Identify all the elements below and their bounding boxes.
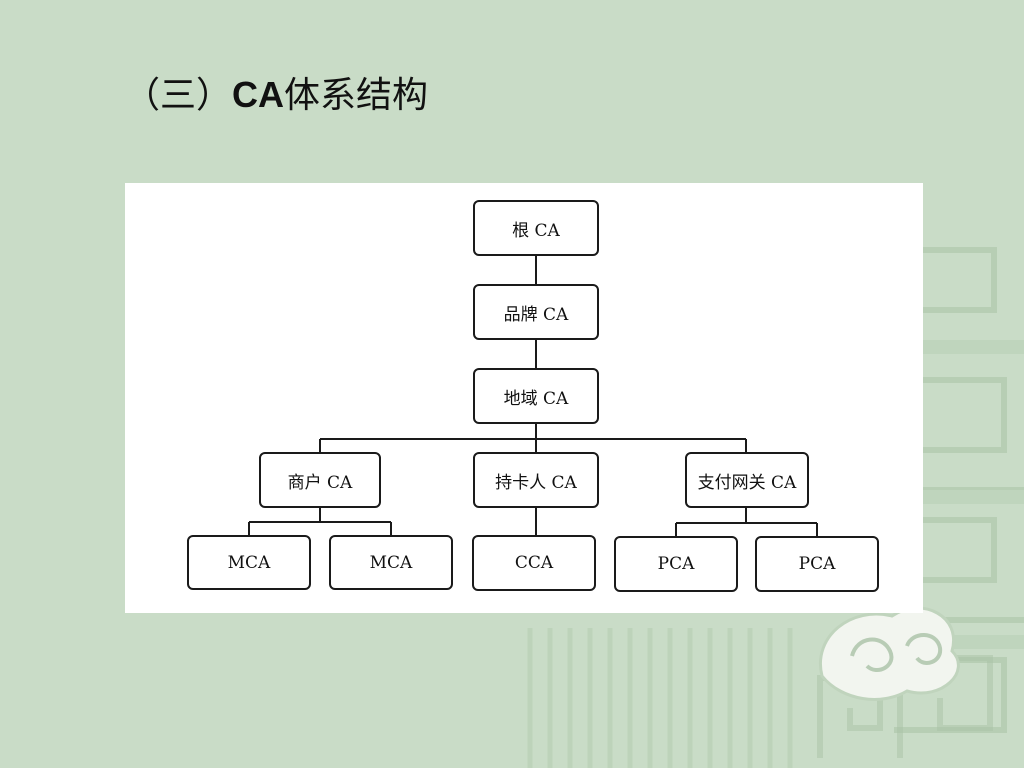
node-gateway-ca: 支付网关 CA bbox=[685, 452, 809, 508]
connector-lines bbox=[248, 256, 818, 536]
ca-hierarchy-diagram: 根 CA 品牌 CA 地域 CA 商户 CA 持卡人 CA 支付网关 CA MC… bbox=[125, 183, 923, 613]
title-suffix: 体系结构 bbox=[284, 75, 429, 116]
title-ca: CA bbox=[232, 74, 285, 115]
background-pattern-bottom bbox=[527, 628, 993, 768]
node-root-ca: 根 CA bbox=[473, 200, 599, 256]
title-prefix: （三） bbox=[124, 75, 233, 116]
node-mca-2: MCA bbox=[329, 535, 453, 590]
node-cardholder-ca: 持卡人 CA bbox=[473, 452, 599, 508]
node-pca-1: PCA bbox=[614, 536, 738, 592]
node-region-ca: 地域 CA bbox=[473, 368, 599, 424]
cloud-ornament bbox=[819, 606, 960, 701]
node-mca-1: MCA bbox=[187, 535, 311, 590]
node-merchant-ca: 商户 CA bbox=[259, 452, 381, 508]
node-cca: CCA bbox=[472, 535, 596, 591]
slide-title: （三）CA体系结构 bbox=[124, 66, 428, 118]
node-pca-2: PCA bbox=[755, 536, 879, 592]
node-brand-ca: 品牌 CA bbox=[473, 284, 599, 340]
